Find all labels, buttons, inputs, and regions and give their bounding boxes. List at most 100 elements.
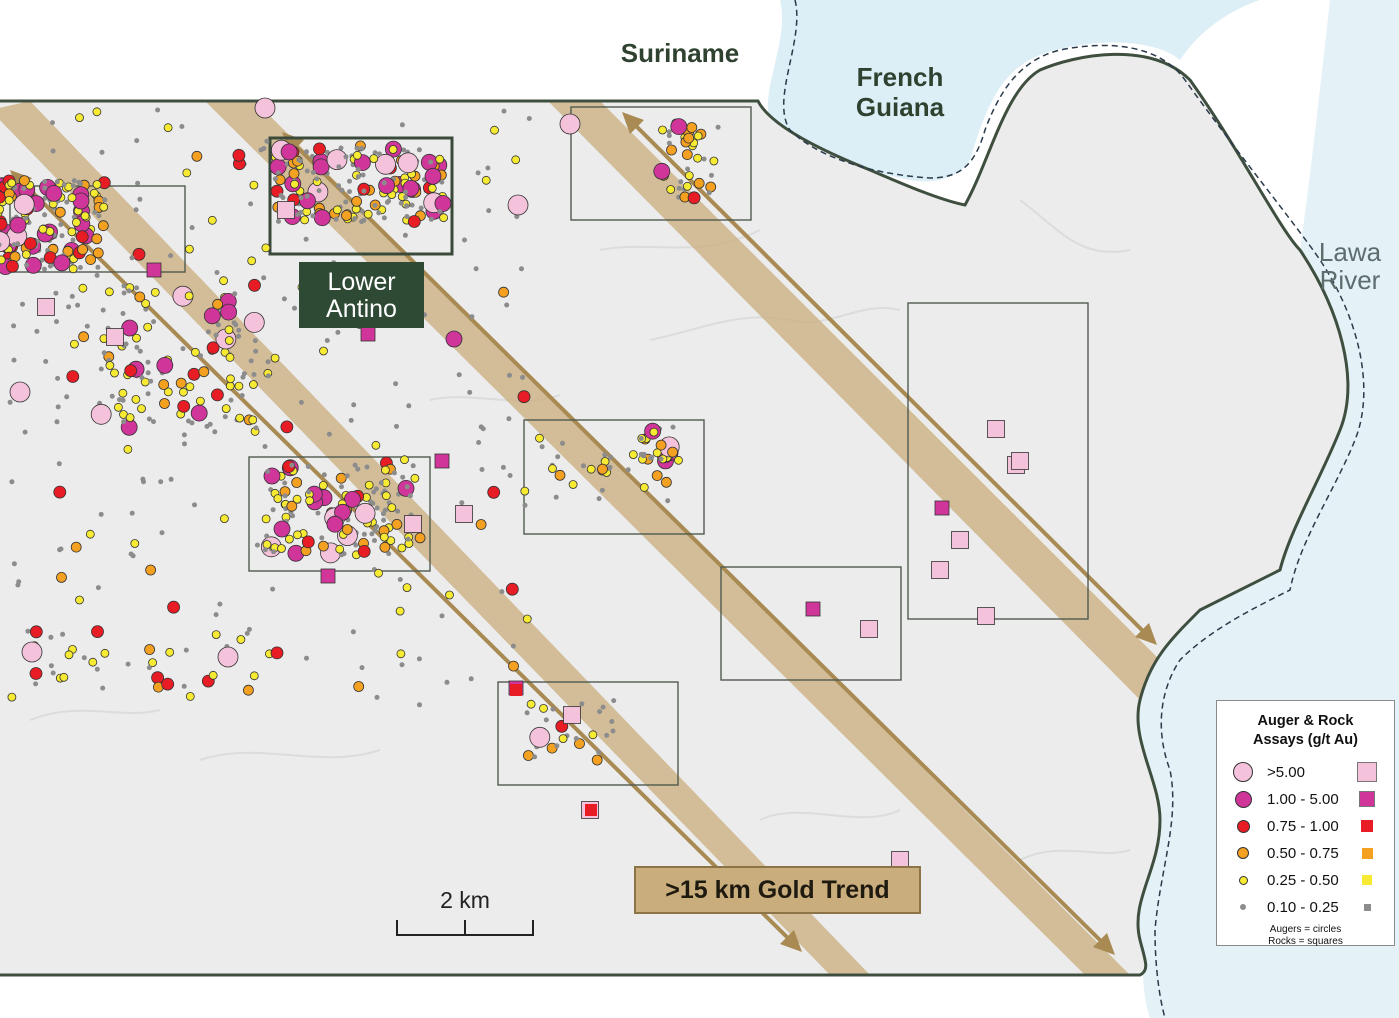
auger-sample-circle xyxy=(554,743,560,749)
auger-sample-circle xyxy=(163,123,173,133)
auger-sample-circle xyxy=(705,181,717,193)
auger-sample-circle xyxy=(247,256,257,266)
rock-sample-square xyxy=(434,453,450,469)
auger-sample-circle xyxy=(318,480,328,490)
legend-label: 0.75 - 1.00 xyxy=(1267,818,1339,835)
auger-sample-circle xyxy=(198,353,204,359)
auger-sample-circle xyxy=(381,491,391,501)
auger-sample-circle xyxy=(371,440,381,450)
auger-sample-circle xyxy=(638,436,644,441)
auger-sample-circle xyxy=(243,311,265,333)
auger-sample-circle xyxy=(183,647,189,653)
auger-sample-circle xyxy=(319,346,328,356)
auger-sample-circle xyxy=(29,667,43,680)
auger-sample-circle xyxy=(239,393,245,398)
auger-sample-circle xyxy=(120,311,126,316)
auger-sample-circle xyxy=(7,399,13,405)
auger-sample-circle xyxy=(167,600,181,614)
auger-sample-circle xyxy=(58,546,64,552)
auger-sample-circle xyxy=(7,692,17,702)
rock-sample-square xyxy=(931,561,949,579)
auger-sample-circle xyxy=(262,444,268,449)
auger-sample-circle xyxy=(693,177,705,189)
auger-sample-circle xyxy=(98,511,104,517)
auger-sample-circle xyxy=(236,327,242,333)
auger-sample-circle xyxy=(124,364,138,378)
auger-sample-circle xyxy=(445,590,454,600)
auger-sample-circle xyxy=(244,630,250,636)
auger-sample-circle xyxy=(490,125,499,135)
scale-bar-label: 2 km xyxy=(440,887,490,913)
auger-sample-circle xyxy=(121,290,127,296)
auger-sample-circle xyxy=(70,541,82,553)
auger-sample-circle xyxy=(42,212,48,218)
auger-sample-circle xyxy=(372,527,378,533)
auger-sample-circle xyxy=(387,503,397,513)
auger-sample-circle xyxy=(693,131,703,141)
auger-sample-circle xyxy=(264,533,270,539)
auger-sample-circle xyxy=(4,195,14,205)
auger-sample-circle xyxy=(639,482,649,492)
auger-sample-circle xyxy=(378,480,384,486)
label-lawa-line2: River xyxy=(1319,265,1381,295)
auger-sample-circle xyxy=(59,672,69,682)
auger-sample-circle xyxy=(67,193,77,203)
auger-sample-circle xyxy=(418,205,424,211)
auger-sample-circle xyxy=(134,344,140,350)
auger-sample-circle xyxy=(334,503,351,521)
auger-sample-circle xyxy=(39,257,45,263)
legend-circle-symbol xyxy=(1240,904,1246,910)
auger-sample-circle xyxy=(374,568,383,578)
auger-sample-circle xyxy=(89,188,99,198)
auger-sample-circle xyxy=(177,399,191,413)
auger-sample-circle xyxy=(213,612,219,618)
auger-sample-circle xyxy=(480,426,486,432)
auger-sample-circle xyxy=(324,338,330,343)
auger-sample-circle xyxy=(135,180,141,186)
auger-sample-circle xyxy=(467,389,473,395)
auger-sample-circle xyxy=(548,464,557,474)
auger-sample-circle xyxy=(217,601,223,607)
auger-sample-circle xyxy=(95,585,101,591)
auger-sample-circle xyxy=(50,670,56,676)
auger-sample-circle xyxy=(554,469,566,481)
trend-arrow-2-head-end xyxy=(1093,933,1115,955)
target-box-central xyxy=(523,419,705,535)
auger-sample-circle xyxy=(92,107,102,117)
rock-sample-square xyxy=(277,201,295,219)
auger-sample-circle xyxy=(24,237,37,250)
auger-sample-circle xyxy=(99,149,105,155)
auger-sample-circle xyxy=(53,485,67,499)
auger-sample-circle xyxy=(0,217,8,231)
auger-sample-circle xyxy=(126,288,132,294)
auger-sample-circle xyxy=(261,243,271,253)
auger-sample-circle xyxy=(343,154,349,160)
auger-sample-circle xyxy=(59,233,65,239)
auger-sample-circle xyxy=(69,293,75,299)
auger-sample-circle xyxy=(312,158,330,176)
auger-sample-circle xyxy=(313,142,326,156)
auger-sample-circle xyxy=(504,302,510,308)
auger-sample-circle xyxy=(42,195,48,201)
auger-sample-circle xyxy=(220,303,238,321)
target-box-central-west xyxy=(248,456,431,572)
rock-sample-square xyxy=(805,601,821,617)
auger-sample-circle xyxy=(402,583,412,592)
auger-sample-circle xyxy=(45,184,63,202)
auger-sample-circle xyxy=(475,170,481,176)
auger-sample-circle xyxy=(141,299,151,309)
auger-sample-circle xyxy=(85,254,96,266)
auger-sample-circle xyxy=(96,213,102,219)
auger-sample-circle xyxy=(588,730,598,740)
auger-sample-circle xyxy=(355,174,361,180)
auger-sample-circle xyxy=(137,348,143,354)
auger-sample-circle xyxy=(510,643,516,649)
auger-sample-circle xyxy=(290,513,296,519)
auger-sample-circle xyxy=(94,272,100,278)
auger-sample-circle xyxy=(121,419,127,425)
auger-sample-circle xyxy=(72,217,81,227)
auger-sample-circle xyxy=(5,259,19,273)
auger-sample-circle xyxy=(261,275,267,281)
auger-sample-circle xyxy=(33,681,39,687)
auger-sample-circle xyxy=(185,382,195,392)
